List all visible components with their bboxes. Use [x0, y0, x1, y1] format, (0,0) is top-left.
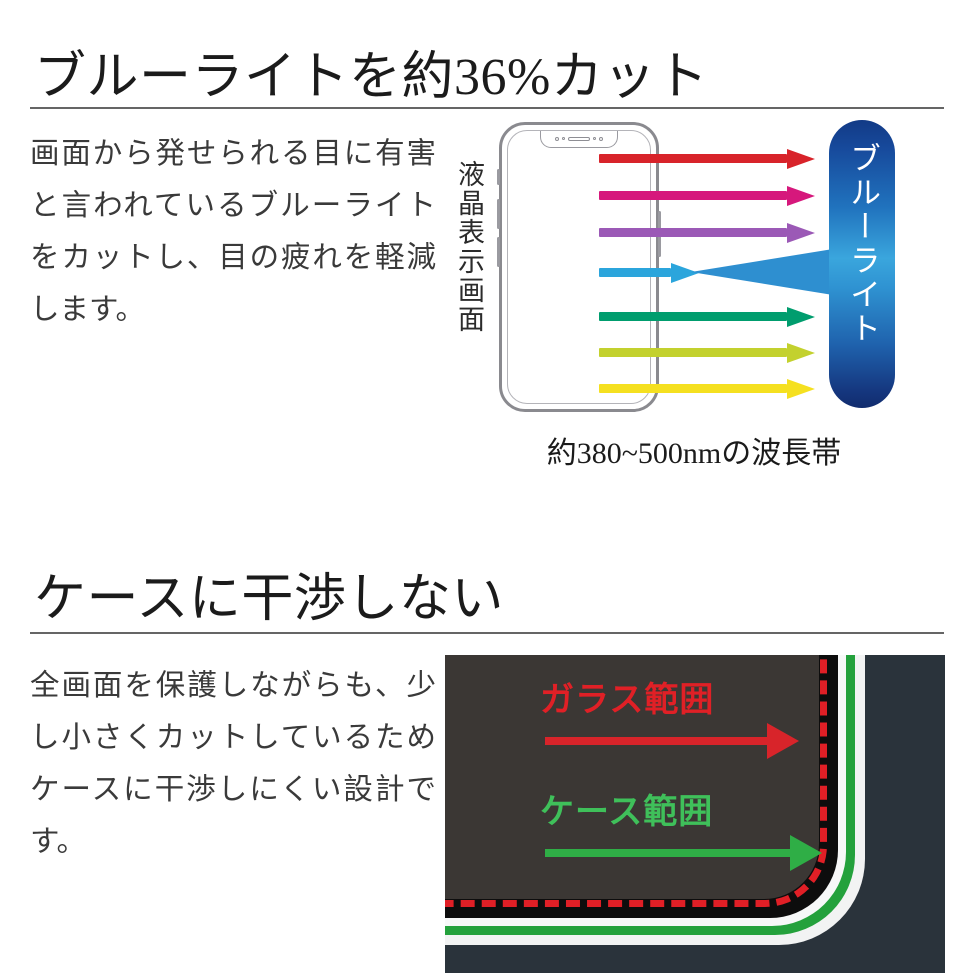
- volume-down-button: [497, 237, 500, 267]
- case-range-label: ケース範囲: [540, 794, 714, 831]
- mute-switch: [497, 169, 500, 185]
- phone-screen: [507, 130, 651, 404]
- section-title-case-clearance: ケースに干渉しない: [34, 571, 504, 628]
- callout-pointer: [691, 249, 833, 295]
- front-camera-icon: [599, 136, 603, 141]
- earpiece-speaker-icon: [568, 136, 590, 141]
- blue-light-callout-label: ブルーライト: [845, 142, 880, 346]
- title-divider-2: [30, 632, 944, 634]
- case-clearance-diagram: ガラス範囲 ケース範囲: [445, 655, 945, 973]
- wavelength-caption: 約380~500nmの波長帯: [546, 437, 842, 470]
- ambient-sensor-icon: [593, 137, 596, 140]
- proximity-sensor-icon: [562, 137, 565, 140]
- sensor-icon: [555, 136, 559, 141]
- blue-light-callout: ブルーライト: [829, 120, 895, 408]
- title-divider: [30, 107, 944, 109]
- lcd-screen-label: 液晶表示画面: [454, 160, 484, 334]
- section-case-clearance: ケースに干渉しない 全画面を保護しながらも、少し小さくカットしているためケースに…: [0, 520, 974, 974]
- device-screen: [445, 655, 819, 899]
- section-body-blue-light: 画面から発せられる目に有害と言われているブルーライトをカットし、目の疲れを軽減し…: [30, 138, 436, 326]
- volume-up-button: [497, 199, 500, 229]
- section-title-blue-light: ブルーライトを約36%カット: [34, 49, 709, 106]
- blue-light-diagram: 液晶表示画面: [444, 116, 944, 476]
- phone-notch: [540, 130, 618, 148]
- glass-range-label: ガラス範囲: [540, 682, 715, 719]
- section-blue-light: ブルーライトを約36%カット 画面から発せられる目に有害と言われているブルーライ…: [30, 49, 944, 476]
- phone-illustration: [497, 122, 661, 412]
- glass-range-boundary: [445, 655, 827, 907]
- section-body-case-clearance: 全画面を保護しながらも、少し小さくカットしているためケースに干渉しにくい設計です…: [30, 670, 436, 858]
